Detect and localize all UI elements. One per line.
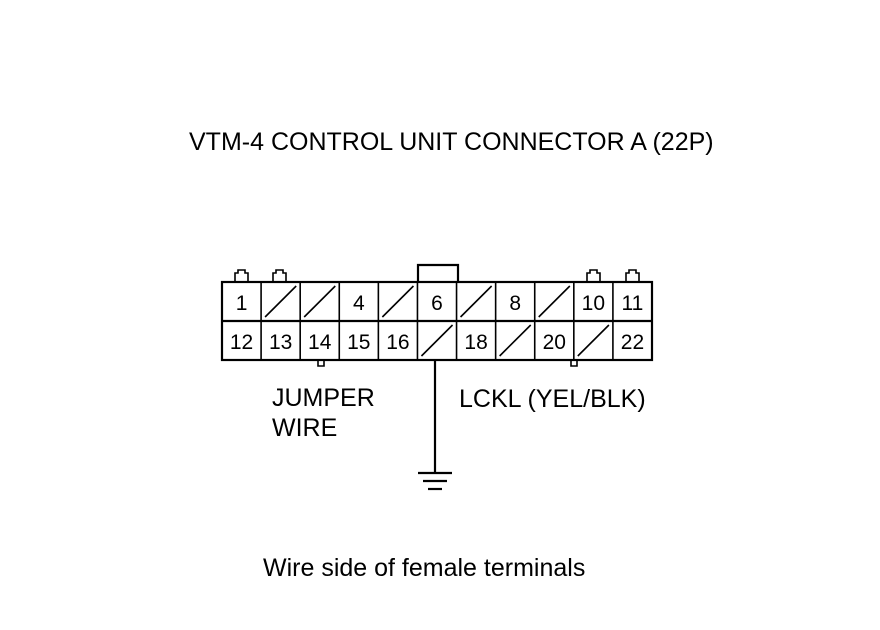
terminal-16: 16 (386, 331, 409, 354)
caption: Wire side of female terminals (263, 554, 585, 582)
jumper-wire-label-line2: WIRE (272, 414, 337, 442)
lock-tab (416, 263, 460, 282)
terminal-8: 8 (509, 292, 521, 315)
terminal-11: 11 (622, 292, 644, 315)
terminal-12: 12 (230, 331, 253, 354)
empty-terminal-slash (577, 324, 610, 357)
latch (586, 269, 601, 282)
key-notch (570, 360, 578, 367)
terminal-14: 14 (308, 331, 332, 354)
diagram-title: VTM-4 CONTROL UNIT CONNECTOR A (22P) (189, 128, 714, 156)
terminal-20: 20 (543, 331, 566, 354)
latch (625, 269, 640, 282)
key-notch (317, 360, 325, 367)
terminal-22: 22 (621, 331, 644, 354)
empty-terminal-slash (420, 324, 454, 357)
terminal-18: 18 (464, 331, 487, 354)
terminal-15: 15 (347, 331, 370, 354)
empty-terminal-slash (303, 285, 336, 318)
empty-terminal-slash (459, 285, 493, 318)
terminal-4: 4 (353, 292, 365, 315)
terminal-13: 13 (269, 331, 292, 354)
terminal-1: 1 (236, 292, 248, 315)
empty-terminal-slash (538, 285, 571, 318)
jumper-wire-label-line1: JUMPER (272, 384, 375, 412)
empty-terminal-slash (381, 285, 415, 318)
lckl-label: LCKL (YEL/BLK) (459, 385, 646, 413)
empty-terminal-slash (499, 324, 532, 357)
empty-terminal-slash (264, 285, 297, 318)
ground-icon (418, 471, 452, 491)
latch (234, 269, 249, 282)
terminal-6: 6 (431, 292, 443, 315)
latch (272, 269, 287, 282)
terminal-10: 10 (582, 292, 605, 315)
